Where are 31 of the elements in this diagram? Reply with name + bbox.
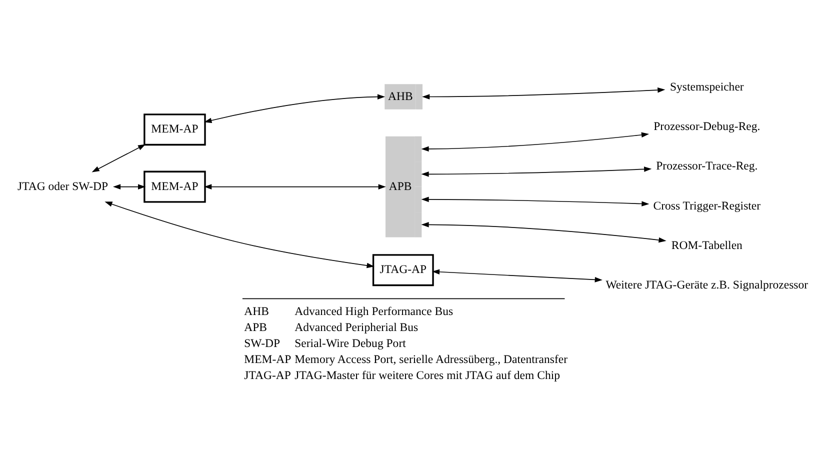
node-box: MEM-AP — [144, 170, 206, 203]
arrow — [421, 222, 666, 243]
label: MEM-AP — [244, 352, 292, 366]
node-text: Cross Trigger-Register — [653, 199, 761, 212]
arrow — [421, 132, 650, 152]
label: APB — [244, 320, 268, 334]
label: JTAG-Master für weitere Cores mit JTAG auf dem Chip — [294, 368, 560, 382]
arrow — [204, 94, 386, 123]
label: Advanced High Performance Bus — [294, 304, 454, 318]
label: AHB — [244, 304, 269, 318]
node-box: JTAG-AP — [372, 254, 434, 286]
node-text: Prozessor-Trace-Reg. — [656, 160, 758, 173]
label: Serial-Wire Debug Port — [294, 336, 406, 350]
node-text: JTAG oder SW-DP — [18, 180, 108, 193]
arrow — [104, 202, 374, 268]
arrow — [432, 269, 602, 282]
node-text: Weitere JTAG-Geräte z.B. Signalprozessor — [606, 278, 808, 292]
node-text: ROM-Tabellen — [671, 238, 742, 252]
arrow — [112, 184, 146, 190]
arrow — [421, 196, 650, 206]
node-text: Prozessor-Debug-Reg. — [654, 120, 760, 134]
node-text: Systemspeicher — [670, 80, 744, 94]
arrow — [204, 184, 386, 190]
arrow — [92, 144, 146, 172]
label: Advanced Peripherial Bus — [294, 320, 418, 334]
arrow — [422, 87, 666, 100]
label: Memory Access Port, serielle Adressüberg., Datentransfer — [294, 352, 568, 366]
label: JTAG-AP — [244, 368, 291, 382]
label: SW-DP — [244, 336, 280, 350]
arrow — [421, 166, 652, 177]
node-box: MEM-AP — [144, 114, 206, 146]
